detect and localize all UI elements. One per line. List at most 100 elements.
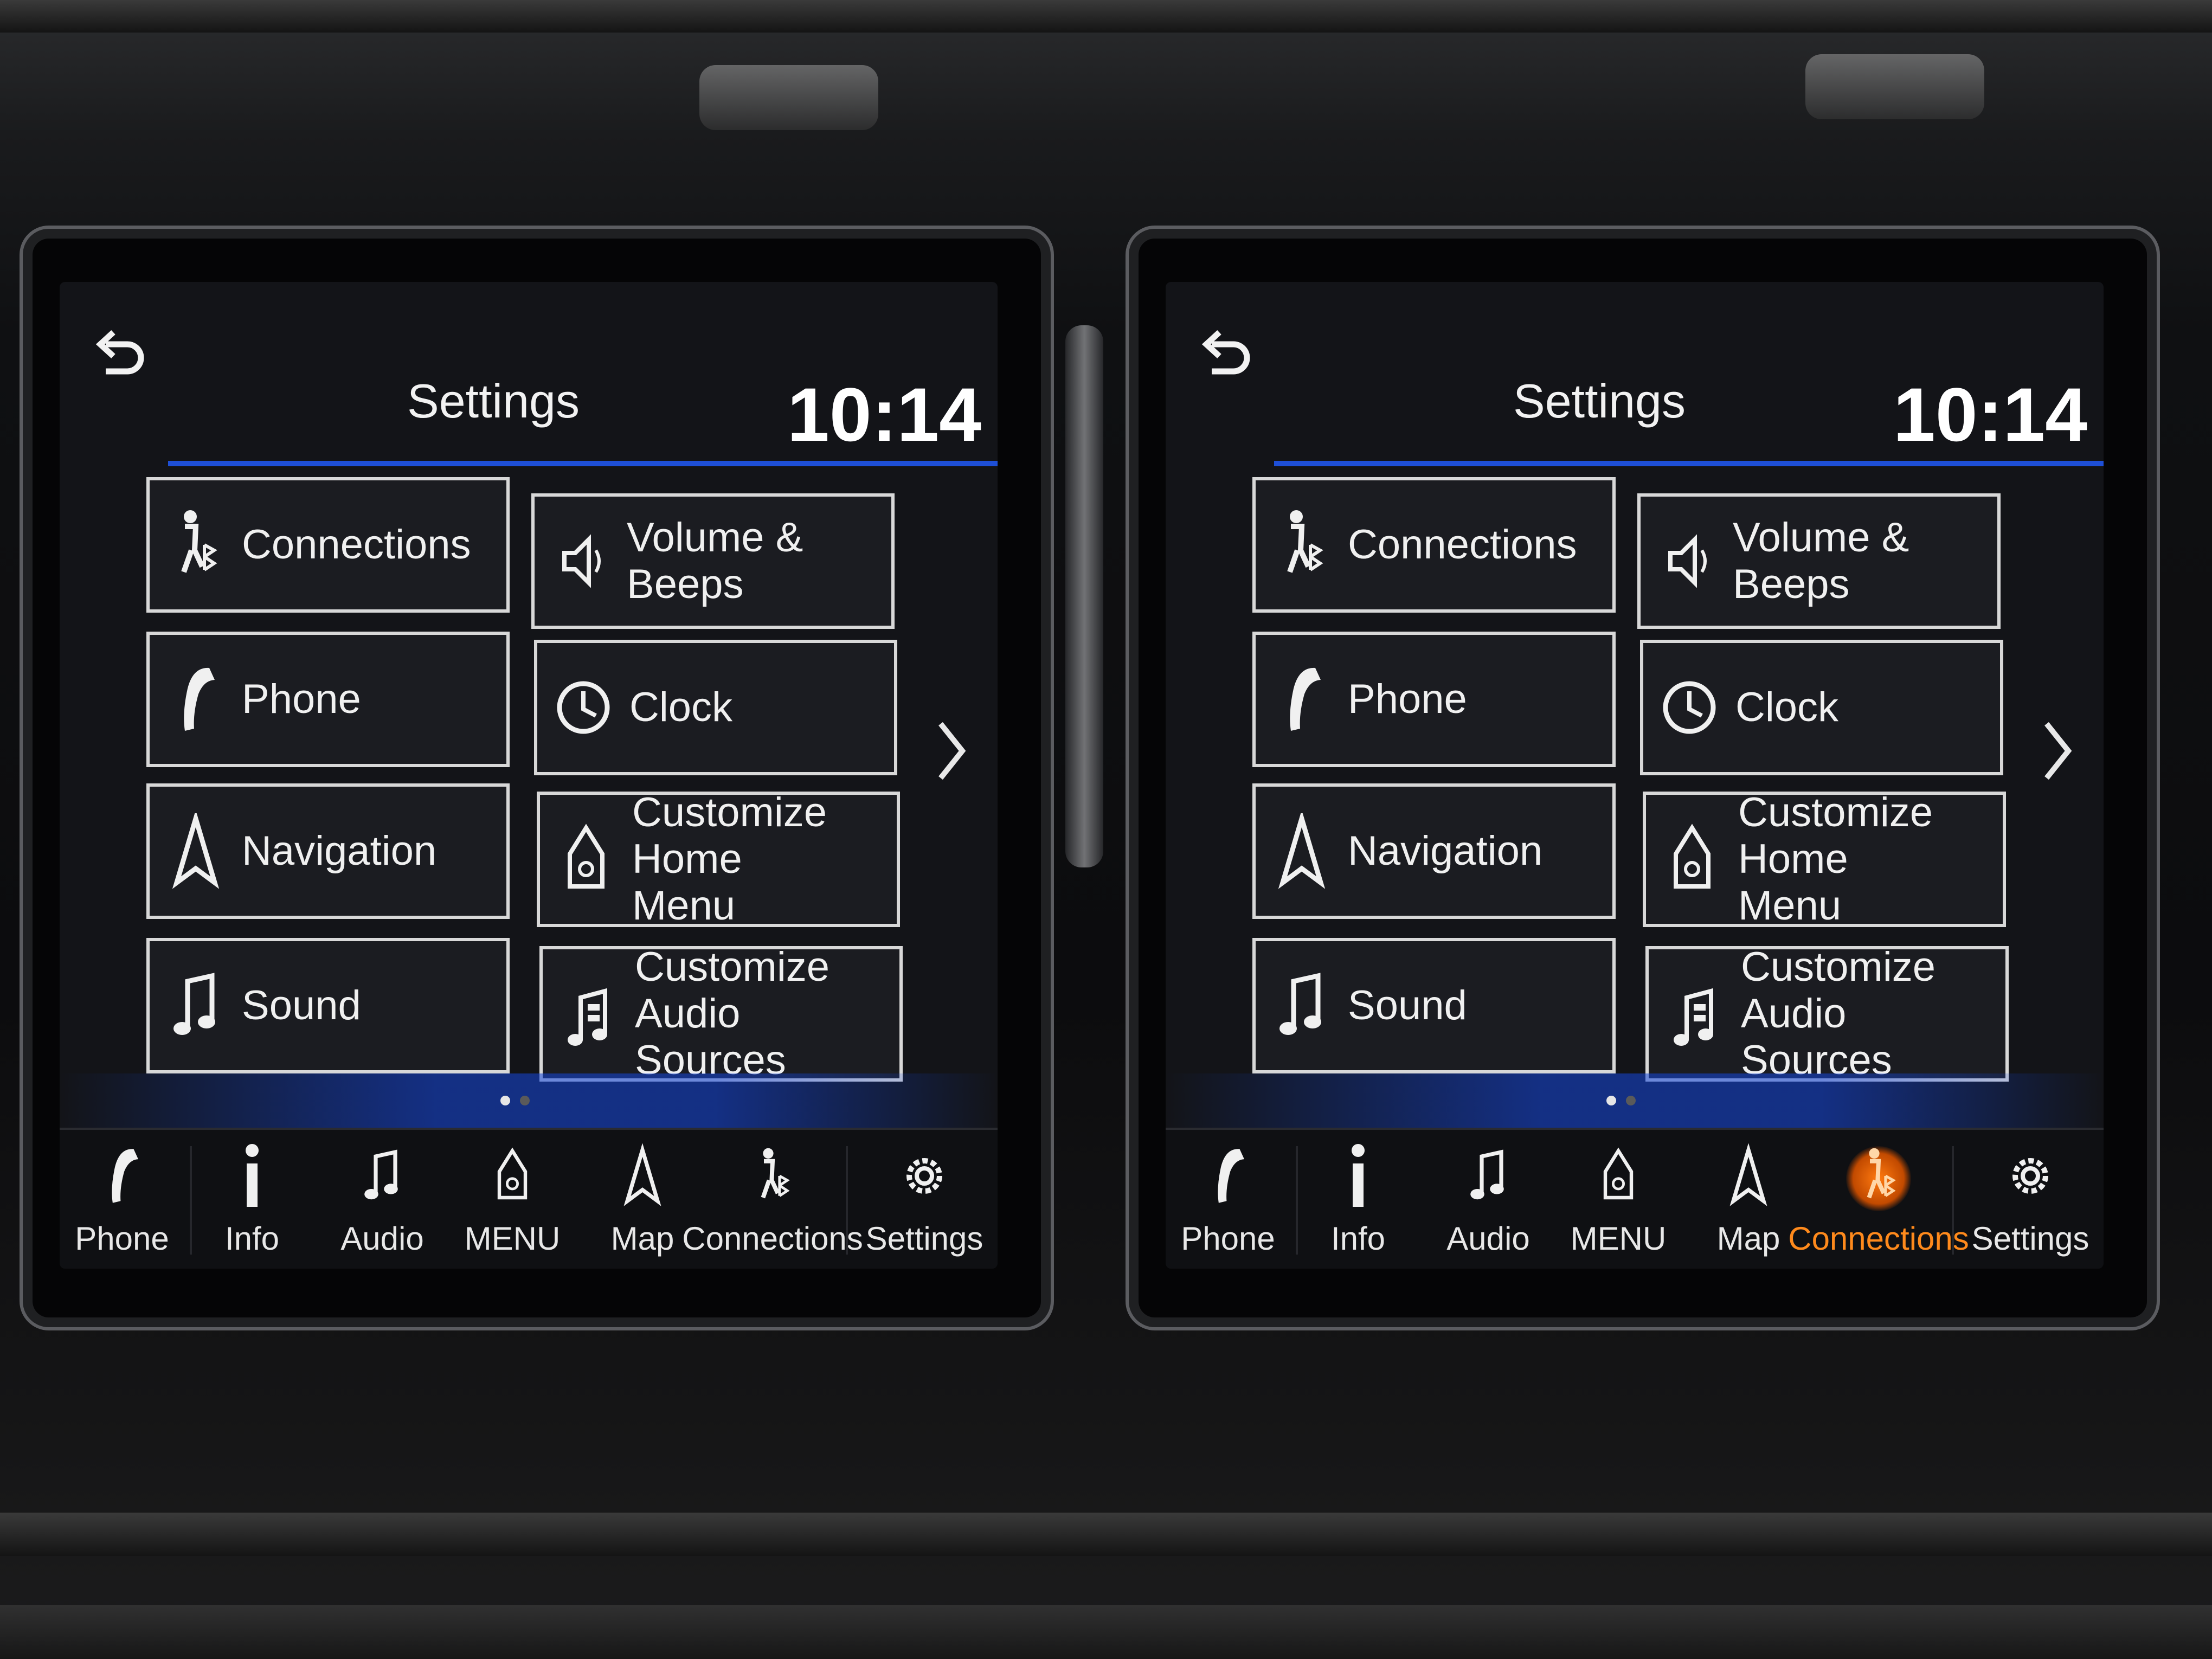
audio-sources-icon (1665, 973, 1725, 1054)
phone-icon (166, 659, 226, 740)
dashboard-reflection (1805, 54, 1984, 119)
settings-grid: Connections Volume & Beeps Phone Clock (146, 477, 903, 1101)
tile-connections[interactable]: Connections (1252, 477, 1616, 613)
nav-phone[interactable]: Phone (60, 1135, 184, 1265)
navigation-arrow-icon (1272, 811, 1332, 892)
nav-label: Map (610, 1220, 674, 1257)
nav-label: Phone (1181, 1220, 1275, 1257)
tile-clock[interactable]: Clock (534, 640, 897, 775)
tile-label: Sound (1348, 982, 1467, 1028)
nav-label: Settings (865, 1220, 983, 1257)
nav-map[interactable]: Map (580, 1135, 705, 1265)
next-page-button[interactable] (927, 710, 976, 792)
nav-label: Info (224, 1220, 280, 1257)
clock-readout: 10:14 (787, 372, 981, 457)
nav-separator (1952, 1146, 1954, 1255)
nav-audio[interactable]: Audio (320, 1135, 445, 1265)
side-control-strip (1065, 325, 1103, 867)
nav-label: MENU (464, 1220, 561, 1257)
back-arrow-icon (89, 323, 149, 382)
chevron-right-icon (933, 716, 970, 786)
dashboard-top-trim (0, 0, 2212, 33)
page-title: Settings (407, 374, 580, 428)
tile-label: Customize Audio Sources (1741, 944, 1935, 1083)
page-dot-active (1606, 1096, 1616, 1105)
music-note-icon (1456, 1135, 1521, 1217)
navigation-arrow-icon (610, 1135, 675, 1217)
nav-label: Connections (682, 1220, 863, 1257)
back-button[interactable] (81, 314, 157, 390)
tile-customize-home-menu[interactable]: Customize Home Menu (537, 789, 900, 929)
nav-connections[interactable]: Connections (682, 1135, 863, 1265)
tile-label: Customize Home Menu (1738, 789, 1933, 929)
nav-phone[interactable]: Phone (1166, 1135, 1290, 1265)
tile-label: Connections (242, 522, 471, 568)
tile-navigation[interactable]: Navigation (146, 783, 510, 919)
next-page-button[interactable] (2033, 710, 2082, 792)
connections-icon (166, 504, 226, 586)
nav-info[interactable]: Info (1296, 1135, 1420, 1265)
connections-icon (740, 1135, 805, 1217)
nav-label: Info (1330, 1220, 1386, 1257)
tile-label: Sound (242, 982, 361, 1028)
music-note-icon (350, 1135, 415, 1217)
nav-menu[interactable]: MENU (450, 1135, 575, 1265)
display: Settings 10:14 Connections Volume & Beep… (1166, 282, 2104, 1269)
tile-label: Navigation (242, 828, 437, 874)
nav-connections[interactable]: Connections (1788, 1135, 1969, 1265)
nav-menu[interactable]: MENU (1556, 1135, 1681, 1265)
tile-sound[interactable]: Sound (1252, 938, 1616, 1073)
tile-customize-home-menu[interactable]: Customize Home Menu (1643, 789, 2006, 929)
tile-label: Volume & Beeps (1733, 515, 1909, 607)
music-note-icon (1272, 965, 1332, 1046)
nav-separator (846, 1146, 848, 1255)
connections-icon (1846, 1135, 1911, 1217)
infotainment-screen-left: Settings 10:14 Connections Volume & Beep… (60, 282, 1103, 1269)
home-bell-icon (1586, 1135, 1651, 1217)
clock-readout: 10:14 (1893, 372, 2087, 457)
tile-label: Volume & Beeps (627, 515, 803, 607)
nav-settings[interactable]: Settings (1968, 1135, 2093, 1265)
tile-volume-beeps[interactable]: Volume & Beeps (1637, 493, 2001, 629)
display: Settings 10:14 Connections Volume & Beep… (60, 282, 998, 1269)
back-button[interactable] (1187, 314, 1263, 390)
navigation-arrow-icon (166, 811, 226, 892)
connections-icon (1272, 504, 1332, 586)
audio-sources-icon (559, 973, 619, 1054)
speaker-icon (551, 520, 610, 602)
nav-label: Connections (1788, 1220, 1969, 1257)
chevron-right-icon (2039, 716, 2076, 786)
page-dot (1626, 1096, 1636, 1105)
tile-volume-beeps[interactable]: Volume & Beeps (531, 493, 895, 629)
tile-label: Navigation (1348, 828, 1543, 874)
tile-label: Customize Home Menu (632, 789, 827, 929)
tile-clock[interactable]: Clock (1640, 640, 2003, 775)
tile-navigation[interactable]: Navigation (1252, 783, 1616, 919)
home-bell-icon (1662, 819, 1722, 900)
music-note-icon (166, 965, 226, 1046)
bottom-nav-bar: Phone Info Audio MENU Map Connections (60, 1128, 998, 1269)
clock-icon (1660, 667, 1719, 748)
nav-info[interactable]: Info (190, 1135, 314, 1265)
tile-customize-audio-sources[interactable]: Customize Audio Sources (1645, 944, 2009, 1083)
tile-label: Phone (1348, 676, 1467, 722)
tile-label: Customize Audio Sources (635, 944, 829, 1083)
navigation-arrow-icon (1716, 1135, 1781, 1217)
dashboard-reflection (699, 65, 878, 130)
nav-map[interactable]: Map (1686, 1135, 1811, 1265)
tile-sound[interactable]: Sound (146, 938, 510, 1073)
tile-label: Connections (1348, 522, 1577, 568)
home-bell-icon (556, 819, 616, 900)
tile-phone[interactable]: Phone (146, 632, 510, 767)
nav-audio[interactable]: Audio (1426, 1135, 1551, 1265)
tile-connections[interactable]: Connections (146, 477, 510, 613)
nav-label: Audio (1446, 1220, 1530, 1257)
nav-settings[interactable]: Settings (862, 1135, 987, 1265)
infotainment-screen-right: Settings 10:14 Connections Volume & Beep… (1106, 0, 2212, 1659)
gear-icon (1998, 1135, 2063, 1217)
tile-phone[interactable]: Phone (1252, 632, 1616, 767)
tile-customize-audio-sources[interactable]: Customize Audio Sources (539, 944, 903, 1083)
bottom-nav-bar: Phone Info Audio MENU Map Con (1166, 1128, 2104, 1269)
speaker-icon (1657, 520, 1716, 602)
nav-label: Map (1716, 1220, 1780, 1257)
